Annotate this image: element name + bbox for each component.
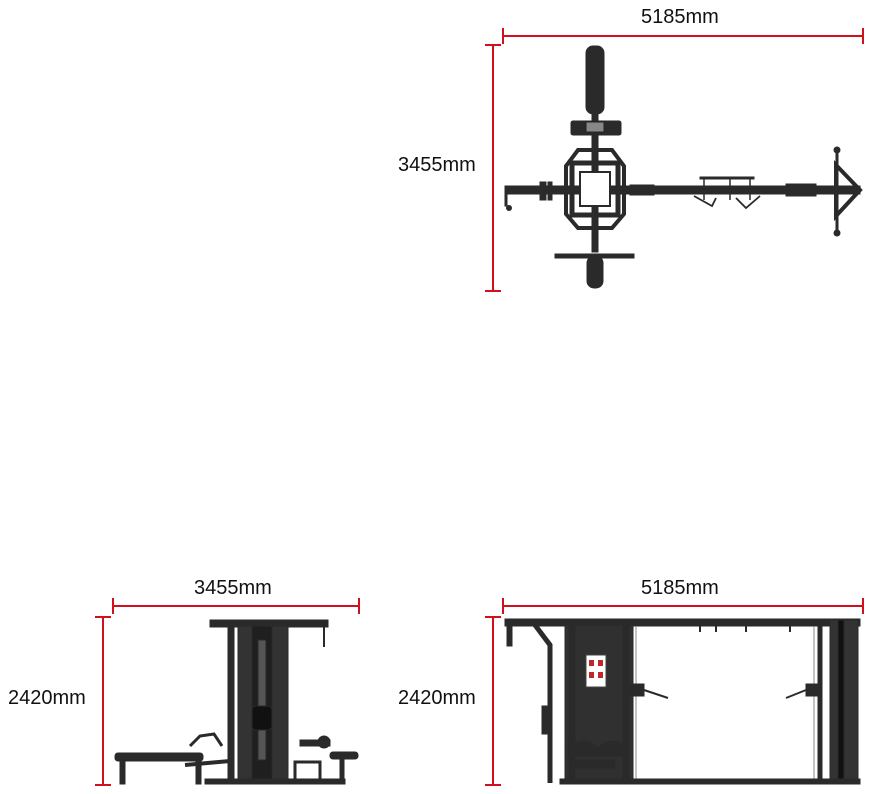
front-view-machine xyxy=(504,618,861,785)
top-view-width-label: 5185mm xyxy=(641,6,719,28)
front-view-width-label: 5185mm xyxy=(641,577,719,599)
top-view-depth-label: 3455mm xyxy=(398,154,476,176)
dimension-lines xyxy=(95,28,864,786)
front-view-height-label: 2420mm xyxy=(398,687,476,709)
side-view-height-label: 2420mm xyxy=(8,687,86,709)
top-view-machine xyxy=(504,45,863,289)
side-view-width-label: 3455mm xyxy=(194,577,272,599)
side-view-machine xyxy=(114,619,359,785)
